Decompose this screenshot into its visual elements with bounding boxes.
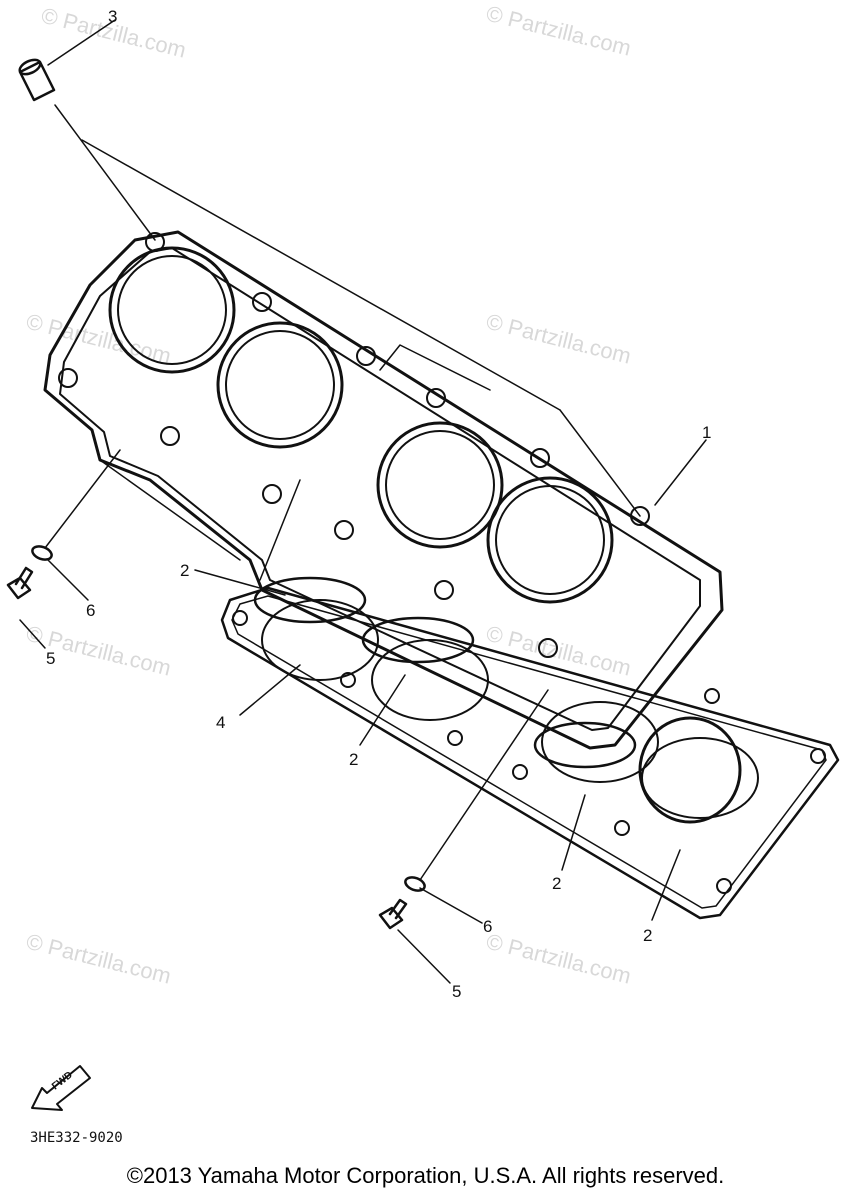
watermark-text: © Partzilla.com (24, 929, 174, 989)
washers (31, 545, 426, 892)
forward-arrow-icon: FWD (31, 1065, 91, 1111)
diagram-part-code: 3HE332-9020 (30, 1130, 123, 1146)
dowel-pin (18, 58, 56, 102)
callout-2: 2 (349, 750, 358, 769)
callout-5: 5 (46, 649, 55, 668)
base-gasket (220, 586, 840, 920)
callout-5: 5 (452, 982, 461, 1001)
copyright-notice: ©2013 Yamaha Motor Corporation, U.S.A. A… (126, 1163, 725, 1188)
callout-2: 2 (180, 561, 189, 580)
callout-3: 3 (108, 7, 117, 26)
watermark-text: © Partzilla.com (484, 309, 634, 369)
watermark-text: © Partzilla.com (484, 621, 634, 681)
callout-2: 2 (552, 874, 561, 893)
callout-6: 6 (86, 601, 95, 620)
watermarks: © Partzilla.com © Partzilla.com © Partzi… (24, 1, 634, 989)
cylinder-block (43, 230, 724, 750)
callout-labels: 1 2 2 2 2 3 4 5 5 6 6 (46, 7, 711, 1001)
leader-lines (19, 19, 707, 984)
watermark-text: © Partzilla.com (484, 1, 634, 61)
bolts (6, 566, 408, 930)
watermark-text: © Partzilla.com (484, 929, 634, 989)
callout-1: 1 (702, 423, 711, 442)
callout-4: 4 (216, 713, 225, 732)
callout-6: 6 (483, 917, 492, 936)
callout-2: 2 (643, 926, 652, 945)
